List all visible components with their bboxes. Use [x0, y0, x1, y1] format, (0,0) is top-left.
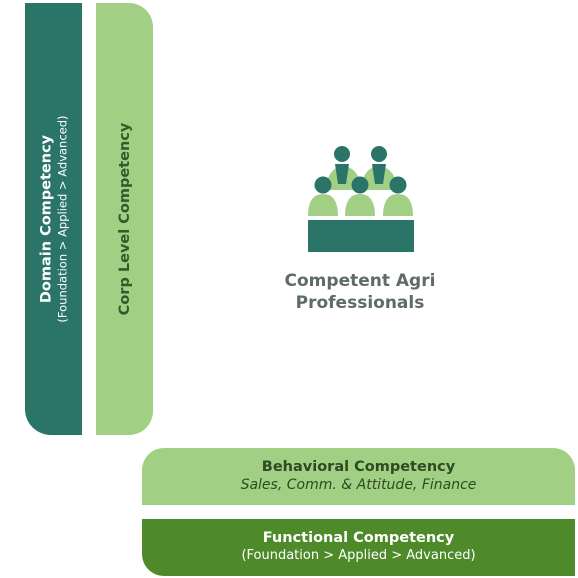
behavioral-competency-subtitle: Sales, Comm. & Attitude, Finance	[240, 477, 477, 493]
functional-competency-title: Functional Competency	[262, 530, 455, 546]
functional-competency-box: Functional Competency (Foundation > Appl…	[142, 519, 575, 576]
behavioral-competency-title: Behavioral Competency	[261, 459, 456, 475]
corp-competency-bar: Corp Level Competency	[96, 3, 153, 435]
domain-competency-text: Domain Competency (Foundation > Applied …	[37, 9, 70, 429]
corp-competency-title: Corp Level Competency	[116, 122, 133, 316]
domain-competency-bar: Domain Competency (Foundation > Applied …	[25, 3, 82, 435]
center-label-line1: Competent Agri	[284, 271, 436, 291]
corp-competency-text: Corp Level Competency	[116, 9, 134, 429]
center-label: Competent Agri Professionals	[255, 270, 465, 314]
domain-competency-title: Domain Competency	[38, 134, 54, 304]
group-of-people-icon	[302, 142, 420, 254]
center-label-line2: Professionals	[295, 293, 425, 313]
behavioral-competency-box: Behavioral Competency Sales, Comm. & Att…	[142, 448, 575, 505]
domain-competency-subtitle: (Foundation > Applied > Advanced)	[55, 115, 69, 323]
functional-competency-subtitle: (Foundation > Applied > Advanced)	[241, 548, 476, 563]
